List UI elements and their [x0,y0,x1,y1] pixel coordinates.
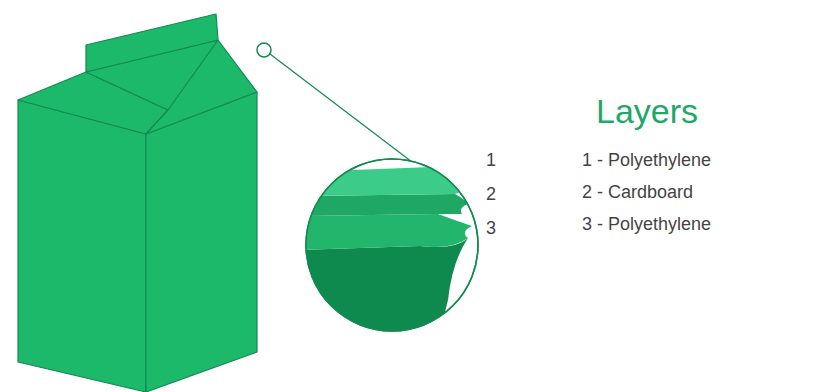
leader-line [270,54,412,162]
layer-label: 1 - Polyethylene [582,150,711,171]
layer-label: 3 - Polyethylene [582,214,711,235]
layer-label: 2 - Cardboard [582,182,693,203]
callout-number: 2 [486,184,496,205]
legend-title: Layers [596,92,698,131]
callout-number: 3 [486,218,496,239]
zoom-point [257,43,271,57]
layer-section [300,166,472,340]
milk-carton [18,14,257,392]
callout-number: 1 [486,150,496,171]
